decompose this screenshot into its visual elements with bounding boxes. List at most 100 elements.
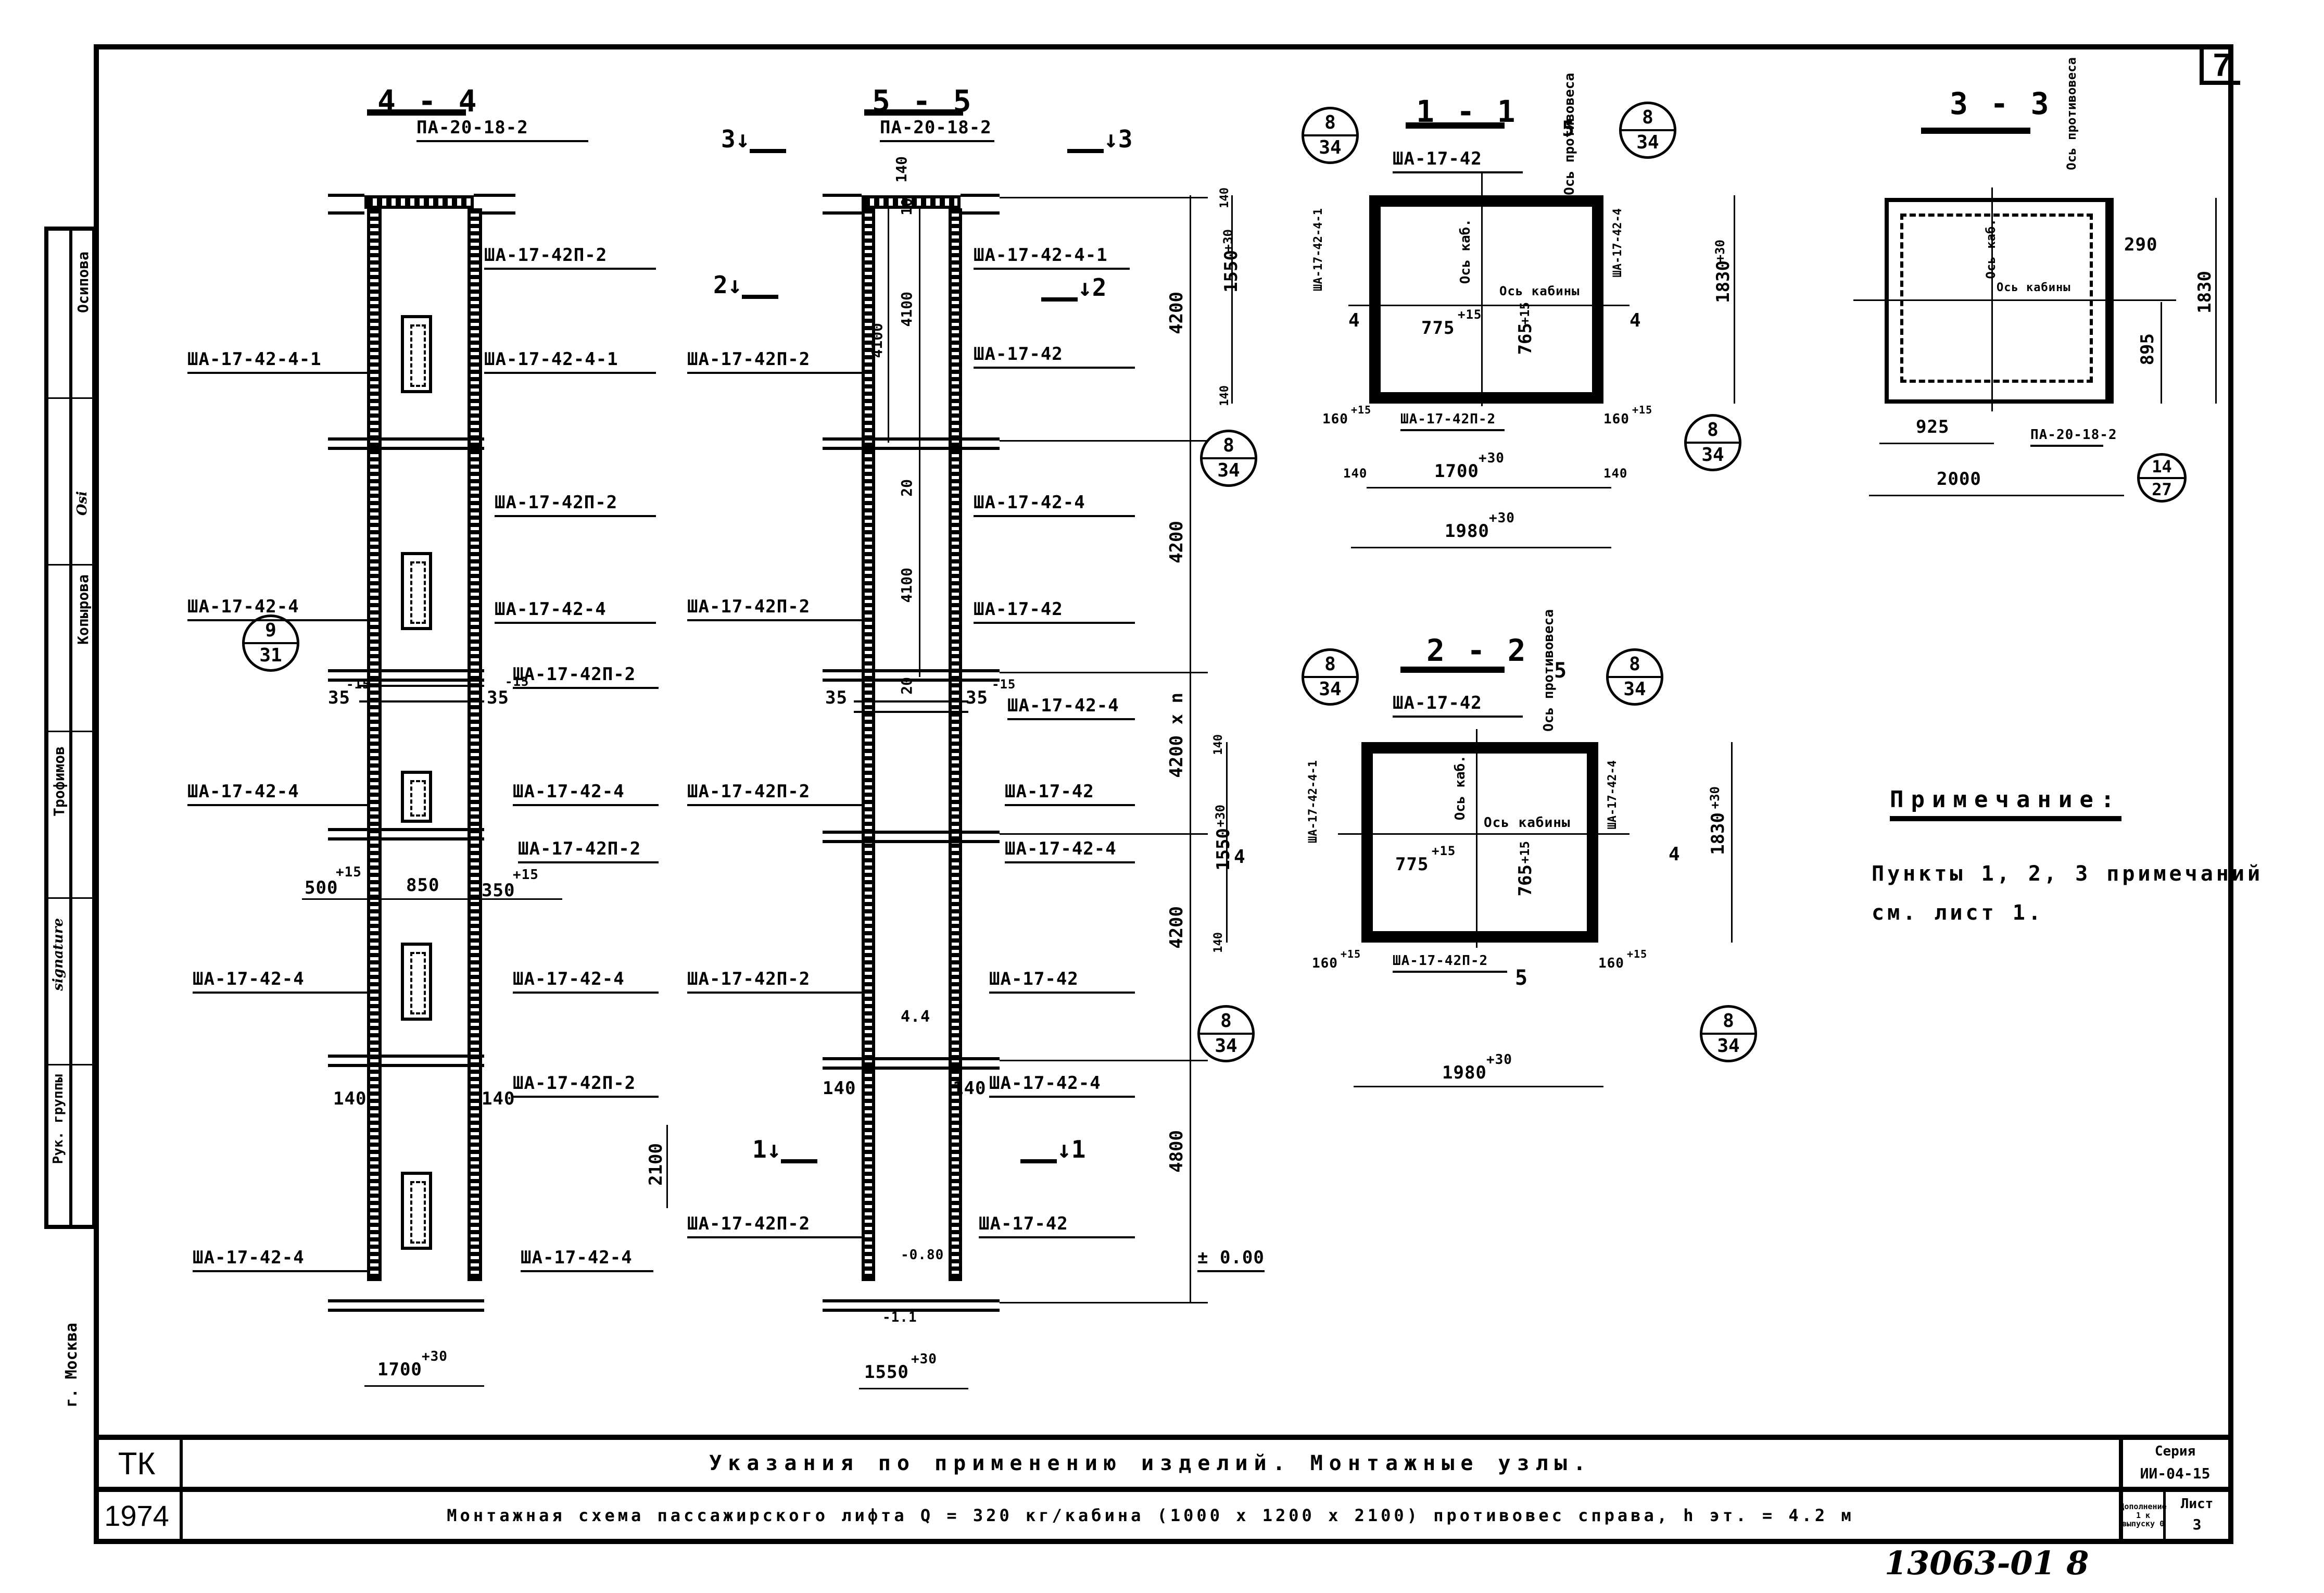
beam	[474, 194, 515, 215]
panel-label: ША-17-42	[979, 1213, 1135, 1238]
dimension: 775	[1421, 318, 1455, 338]
panel-label: ША-17-42П-2	[687, 596, 862, 621]
panel-label: ША-17-42П-2	[687, 781, 862, 806]
dimension: 290	[2124, 234, 2158, 255]
level-mark: -0.80	[901, 1247, 944, 1263]
dimension: 765	[1515, 323, 1536, 355]
dimension: 140	[482, 1088, 515, 1109]
floor-slab	[823, 1299, 1000, 1312]
section-cut-marker: 1↓	[752, 1135, 818, 1163]
shaft-wall-left	[862, 208, 875, 1281]
document-title-line2: Монтажная схема пассажирского лифта Q = …	[447, 1506, 1854, 1525]
shaft-wall-right	[468, 208, 482, 1281]
dimension: 35	[966, 687, 988, 708]
dimension-tolerance: +15	[1341, 948, 1361, 960]
cut-number: 1	[1071, 1135, 1086, 1163]
callout-sheet: 34	[1701, 444, 1724, 466]
callout-number: 8	[1200, 1012, 1252, 1035]
document-code: ТК	[118, 1446, 156, 1481]
city-label: г. Москва	[62, 1323, 81, 1408]
shaft-wall-left	[367, 208, 382, 1281]
dimension-line	[666, 1125, 668, 1208]
shaft-plan	[1361, 742, 1598, 943]
dimension: 20	[898, 677, 915, 695]
approval-stamp: Осипова Osi Копырова Трофимов signature …	[44, 227, 96, 1229]
floor-slab	[823, 437, 1000, 450]
dimension: 140	[1212, 734, 1225, 755]
section-cut-marker: 2↓	[713, 271, 779, 299]
dimension-tolerance: +15	[1627, 948, 1648, 960]
dimension: 160	[1603, 411, 1630, 427]
zero-level-mark: ± 0.00	[1197, 1247, 1265, 1272]
panel-label: ША-17-42-4	[193, 1247, 367, 1272]
dimension: 775	[1395, 854, 1429, 875]
title-block-border	[94, 1487, 2233, 1492]
dimension: 140	[1218, 385, 1231, 406]
dimension: 140	[823, 1078, 856, 1099]
dimension-tolerance: +30	[422, 1349, 448, 1364]
level-mark: -1.1	[882, 1310, 917, 1325]
supplement-label: Дополнение 1 к выпуску 0	[2119, 1502, 2167, 1529]
dimension: 1980	[1445, 521, 1489, 542]
dimension: 140	[1212, 932, 1225, 953]
dimension: 35	[328, 687, 350, 708]
section-cut-marker: 5	[1554, 659, 1568, 683]
callout-number: 8	[1702, 1012, 1754, 1035]
note-line: Пункты 1, 2, 3 примечаний	[1872, 862, 2264, 886]
dimension-tolerance: +15	[1351, 404, 1372, 416]
floor-slab	[823, 831, 1000, 843]
level-tick	[1000, 1302, 1208, 1303]
callout-sheet: 34	[1217, 460, 1240, 481]
panel-label: ША-17-42-4	[187, 781, 367, 806]
sheet-number: 7	[2200, 47, 2240, 85]
callout-sheet: 27	[2152, 479, 2172, 499]
cut-number: 1	[752, 1135, 767, 1163]
section-title: 3 - 3	[1950, 86, 2051, 121]
panel-label: ПА-20-18-2	[416, 117, 588, 142]
shaft-plan	[1369, 195, 1603, 404]
dimension-tolerance: +30	[1489, 510, 1515, 526]
shaft-break-line	[359, 700, 484, 703]
dimension: 850	[406, 875, 440, 896]
callout-sheet: 34	[1215, 1035, 1237, 1057]
cut-number: 2	[1092, 273, 1107, 302]
section-cut-marker: ↓1	[1020, 1135, 1085, 1163]
door-opening	[401, 943, 432, 1021]
dimension: 140	[1343, 466, 1368, 481]
axis-label: Ось кабины	[1484, 815, 1571, 831]
dimension: 925	[1916, 417, 1950, 437]
panel-label: ША-17-42-4-1	[1312, 208, 1325, 291]
panel-label: ША-17-42-4-1	[974, 245, 1130, 270]
dimension: 895	[2137, 333, 2158, 366]
dimension: 35	[487, 687, 509, 708]
detail-callout[interactable]: 9 31	[242, 614, 299, 672]
title-underline	[1921, 128, 2030, 134]
title-underline	[1400, 667, 1505, 673]
callout-sheet: 34	[1319, 137, 1342, 158]
dimension-tolerance: +30	[1713, 240, 1727, 262]
dimension: 500	[305, 877, 338, 898]
panel-label: ША-17-42-4	[989, 1073, 1135, 1098]
dimension-line	[1351, 547, 1611, 548]
stamp-name: Рук. группы	[50, 1074, 66, 1164]
floor-height: 4200	[1166, 906, 1187, 949]
floor-slab	[823, 669, 1000, 682]
panel-label: ША-17-42П-2	[518, 838, 659, 863]
dimension-line	[1869, 495, 2124, 496]
dimension-tolerance: +15	[513, 867, 539, 883]
dimension: 2000	[1937, 469, 1981, 490]
axis-label: Ось каб.	[1452, 755, 1468, 821]
floor-slab	[328, 1299, 484, 1312]
panel-label: ША-17-42П-2	[513, 1073, 659, 1098]
floor-slab	[328, 828, 484, 841]
door-opening	[401, 315, 432, 393]
